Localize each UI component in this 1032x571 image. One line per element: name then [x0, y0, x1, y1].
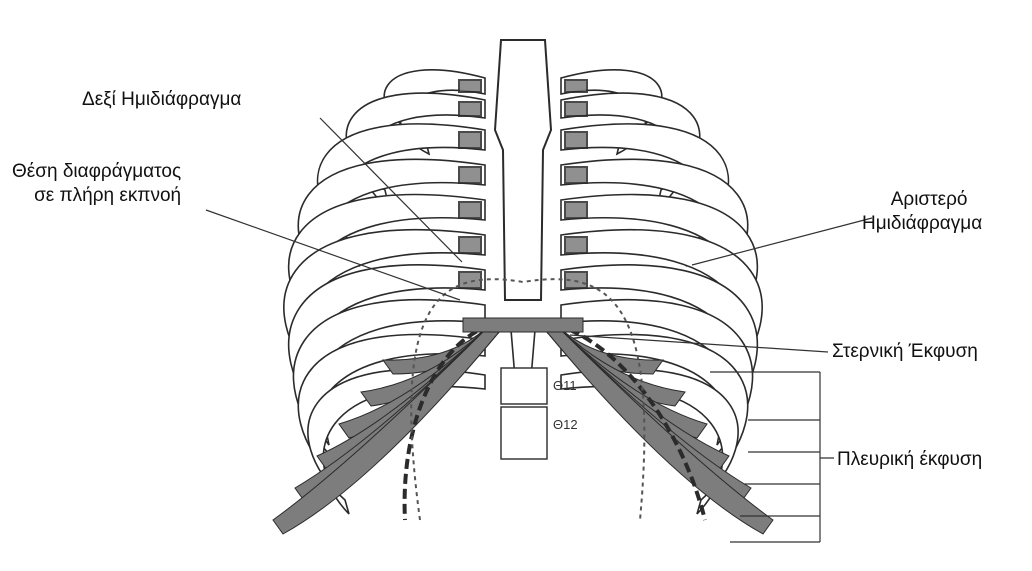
- label-right-hemidiaphragm: Δεξί Ημιδιάφραγμα: [82, 88, 241, 112]
- right-costal-cartilage-7: [459, 272, 481, 288]
- vertebra-t12: [501, 407, 547, 459]
- left-costal-cartilage-2: [565, 102, 587, 116]
- right-costal-cartilage-4: [459, 167, 481, 183]
- right-costal-cartilage-6: [459, 237, 481, 253]
- left-costal-cartilage-6: [565, 237, 587, 253]
- label-sternal-origin: Στερνική Έκφυση: [832, 340, 978, 364]
- label-expiration-line2: σε πλήρη εκπνοή: [12, 184, 181, 208]
- left-costal-cartilage-5: [565, 202, 587, 218]
- vertebra-t11-label: Θ11: [553, 378, 577, 393]
- right-costal-cartilage-1: [459, 80, 481, 92]
- vertebra-t12-label: Θ12: [553, 417, 578, 432]
- left-costal-cartilage-3: [565, 132, 587, 148]
- right-costal-cartilage-2: [459, 102, 481, 116]
- label-left-line1: Αριστερό: [876, 188, 982, 212]
- label-expiration-position: Θέση διαφράγματος σε πλήρη εκπνοή: [12, 160, 181, 208]
- left-costal-cartilage-4: [565, 167, 587, 183]
- right-costal-cartilage-5: [459, 202, 481, 218]
- left-costal-cartilage-1: [565, 80, 587, 92]
- label-costal-origin: Πλευρική έκφυση: [837, 448, 982, 472]
- label-expiration-line1: Θέση διαφράγματος: [12, 160, 181, 184]
- right-costal-cartilage-3: [459, 132, 481, 148]
- vertebra-t11: [501, 368, 547, 404]
- central-tendon: [463, 318, 583, 332]
- sternum: [495, 40, 551, 300]
- label-left-hemidiaphragm: Αριστερό Ημιδιάφραγμα: [876, 188, 982, 236]
- label-left-line2: Ημιδιάφραγμα: [862, 212, 982, 236]
